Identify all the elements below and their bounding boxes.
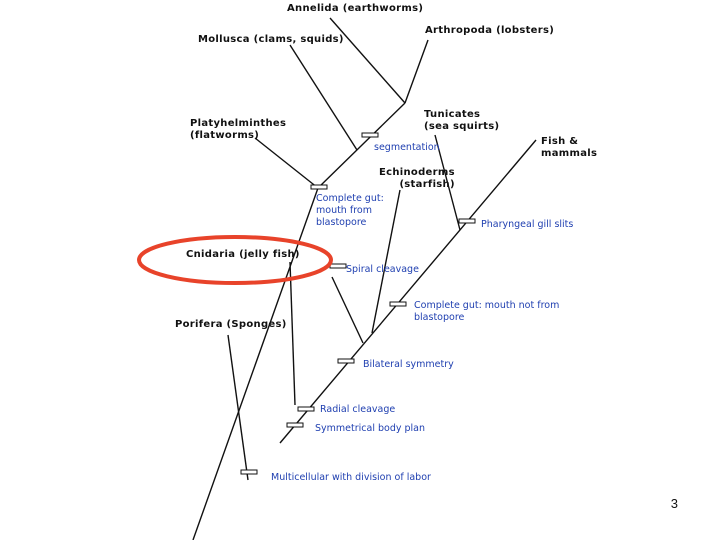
branch-annelida	[329, 17, 406, 104]
trait-radial-cleavage: Radial cleavage	[320, 404, 396, 415]
deuterostome-branch	[279, 139, 537, 444]
trait-pharyngeal-gill-slits: Pharyngeal gill slits	[481, 219, 574, 230]
tick-complete-gut-blastopore	[310, 184, 328, 190]
branch-mollusca	[289, 44, 358, 151]
taxon-tunicates: Tunicates (sea squirts)	[424, 109, 500, 132]
trait-multicellular: Multicellular with division of labor	[271, 472, 431, 483]
branch-cnidaria	[289, 261, 296, 406]
trait-segmentation: segmentation	[374, 142, 440, 153]
branch-cnidaria-split	[331, 276, 364, 344]
taxon-mollusca: Mollusca (clams, squids)	[198, 34, 344, 45]
branch-arthropoda	[404, 39, 429, 104]
trait-symmetrical-body-plan: Symmetrical body plan	[315, 423, 426, 434]
trait-complete-gut-not-blastopore: Complete gut: mouth not from blastopore	[414, 300, 560, 323]
taxon-porifera: Porifera (Sponges)	[175, 319, 287, 330]
tick-spiral-cleavage	[329, 263, 347, 269]
trait-spiral-cleavage: Spiral cleavage	[346, 264, 419, 275]
tick-multicellular	[240, 469, 258, 475]
highlight-ellipse	[137, 235, 333, 285]
branch-tunicates	[434, 134, 461, 231]
tick-pharyngeal-gill-slits	[458, 218, 476, 224]
trunk-upper	[317, 102, 406, 189]
tick-complete-gut-not-blastopore	[389, 301, 407, 307]
tick-bilateral-symmetry	[337, 358, 355, 364]
trunk-lower	[192, 187, 319, 540]
branch-platyhelminthes	[254, 137, 319, 189]
taxon-echinoderms: Echinoderms (starfish)	[379, 167, 455, 190]
tick-segmentation	[361, 132, 379, 138]
trait-bilateral-symmetry: Bilateral symmetry	[363, 359, 454, 370]
taxon-cnidaria: Cnidaria (jelly fish)	[186, 249, 300, 260]
page-number: 3	[670, 496, 678, 511]
taxon-fish-mammals: Fish & mammals	[541, 136, 598, 159]
taxon-platyhelminthes: Platyhelminthes (flatworms)	[190, 118, 287, 141]
taxon-annelida: Annelida (earthworms)	[287, 3, 424, 14]
branch-porifera	[227, 334, 249, 481]
tick-symmetrical-body-plan	[286, 422, 304, 428]
taxon-arthropoda: Arthropoda (lobsters)	[425, 25, 555, 36]
trait-complete-gut-blastopore: Complete gut: mouth from blastopore	[316, 193, 384, 228]
tick-radial-cleavage	[297, 406, 315, 412]
branch-echinoderms	[371, 189, 401, 334]
